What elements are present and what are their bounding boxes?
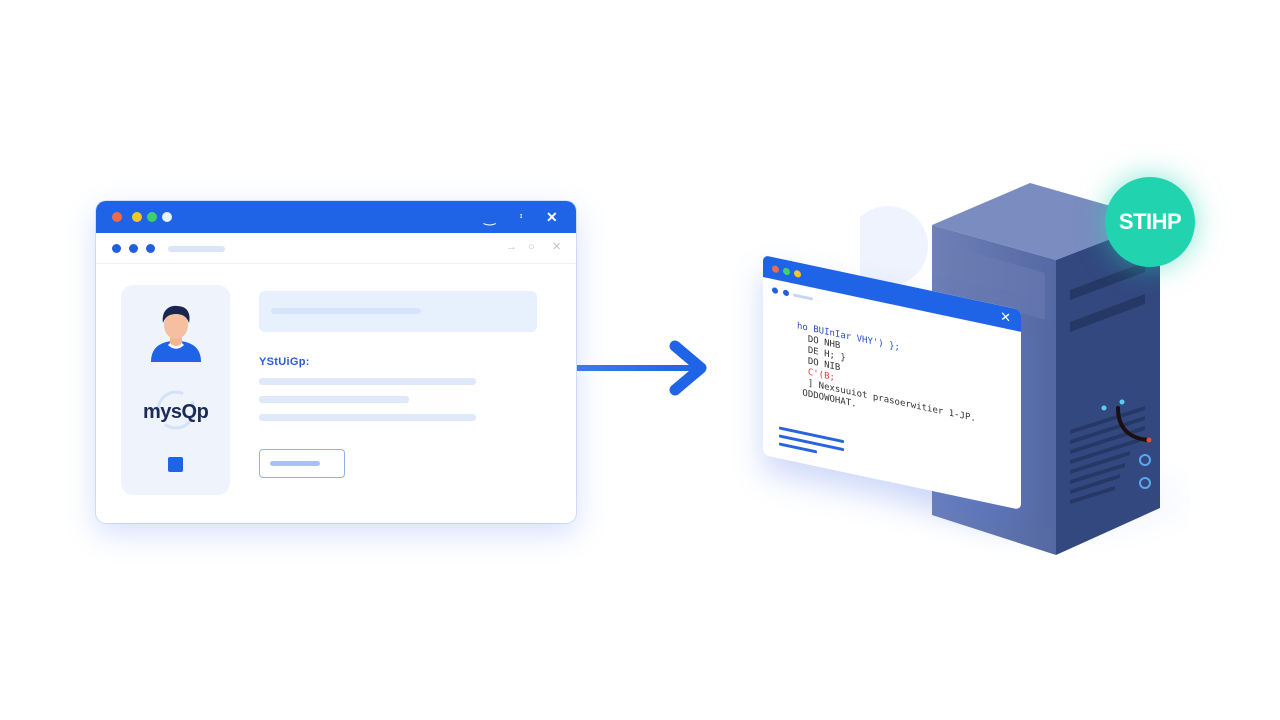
close-icon[interactable]: ✕ [546, 209, 558, 225]
mysql-logo-text: mysQp [143, 401, 209, 423]
sthp-badge: STIHP [1105, 177, 1195, 267]
submit-button[interactable] [259, 449, 345, 478]
close-tab-icon[interactable]: ✕ [552, 241, 562, 253]
input-placeholder-line [271, 308, 421, 314]
traffic-light-yellow[interactable] [132, 212, 142, 222]
title-bar: ‿ ⠆ ✕ [96, 201, 576, 233]
search-icon[interactable]: ○ [528, 241, 535, 253]
text-input[interactable] [259, 291, 537, 332]
minimize-icon[interactable]: ‿ [484, 209, 496, 225]
address-bar[interactable] [168, 246, 225, 252]
maximize-icon[interactable]: ⠆ [519, 211, 527, 222]
forward-icon[interactable]: → [506, 241, 517, 253]
text-line [259, 396, 409, 403]
traffic-light-yellow[interactable] [794, 269, 801, 279]
nav-dot[interactable] [783, 289, 789, 297]
arrow-right-icon [577, 340, 707, 396]
button-label-line [270, 461, 320, 466]
address-bar[interactable] [793, 293, 813, 301]
traffic-light-green[interactable] [147, 212, 157, 222]
user-avatar-icon [151, 305, 201, 362]
nav-dot[interactable] [129, 244, 138, 253]
nav-bar: → ○ ✕ [96, 233, 576, 264]
text-line [259, 414, 476, 421]
traffic-light-red[interactable] [772, 264, 779, 274]
profile-card: mysQp [121, 285, 230, 495]
traffic-light-green[interactable] [783, 267, 790, 276]
nav-dot[interactable] [772, 286, 778, 295]
nav-dot[interactable] [146, 244, 155, 253]
browser-window: ‿ ⠆ ✕ → ○ ✕ mysQp YStUiGp: [96, 201, 576, 523]
traffic-light-red[interactable] [112, 212, 122, 222]
server-tower-icon [860, 183, 1190, 560]
db-swirl-icon [156, 390, 196, 430]
status-square[interactable] [168, 457, 183, 472]
text-line [259, 378, 476, 385]
form-label: YStUiGp: [259, 356, 310, 368]
traffic-light-white[interactable] [162, 212, 172, 222]
nav-dot[interactable] [112, 244, 121, 253]
close-icon[interactable]: ✕ [1000, 308, 1011, 326]
